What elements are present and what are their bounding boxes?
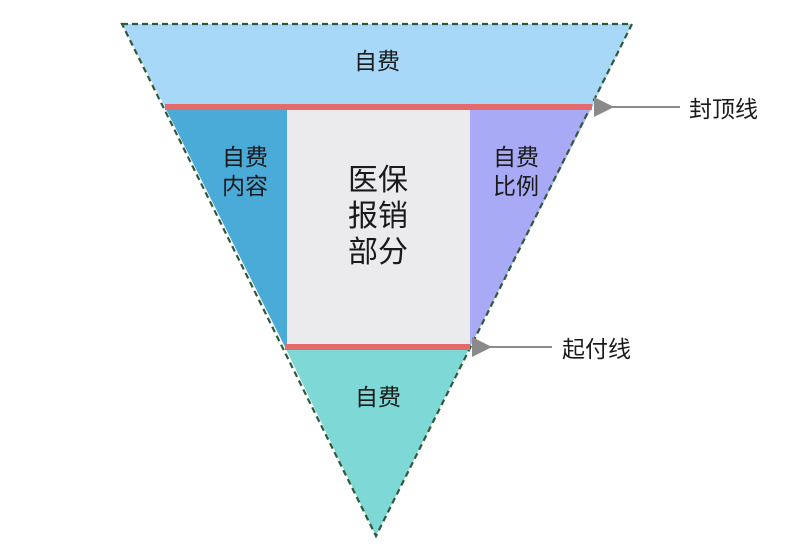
insurance-reimbursement-region	[287, 107, 470, 347]
left-self-pay-content-region	[165, 107, 287, 347]
left-band-label-line2: 内容	[222, 174, 268, 200]
bottom-self-pay-region	[285, 347, 470, 536]
top-band-label: 自费	[354, 49, 400, 75]
left-band-label-line1: 自费	[222, 145, 268, 171]
funnel-outline	[120, 22, 634, 539]
cap-line-label: 封顶线	[689, 97, 758, 123]
center-label-line2: 报销	[348, 199, 408, 234]
center-label-line1: 医保	[348, 163, 408, 198]
bottom-band-label: 自费	[355, 385, 401, 411]
right-band-label-line1: 自费	[493, 145, 539, 171]
center-label-line3: 部分	[348, 235, 408, 270]
deductible-line-label: 起付线	[562, 337, 631, 363]
right-band-label-line2: 比例	[493, 174, 539, 200]
top-self-pay-region	[122, 24, 632, 107]
